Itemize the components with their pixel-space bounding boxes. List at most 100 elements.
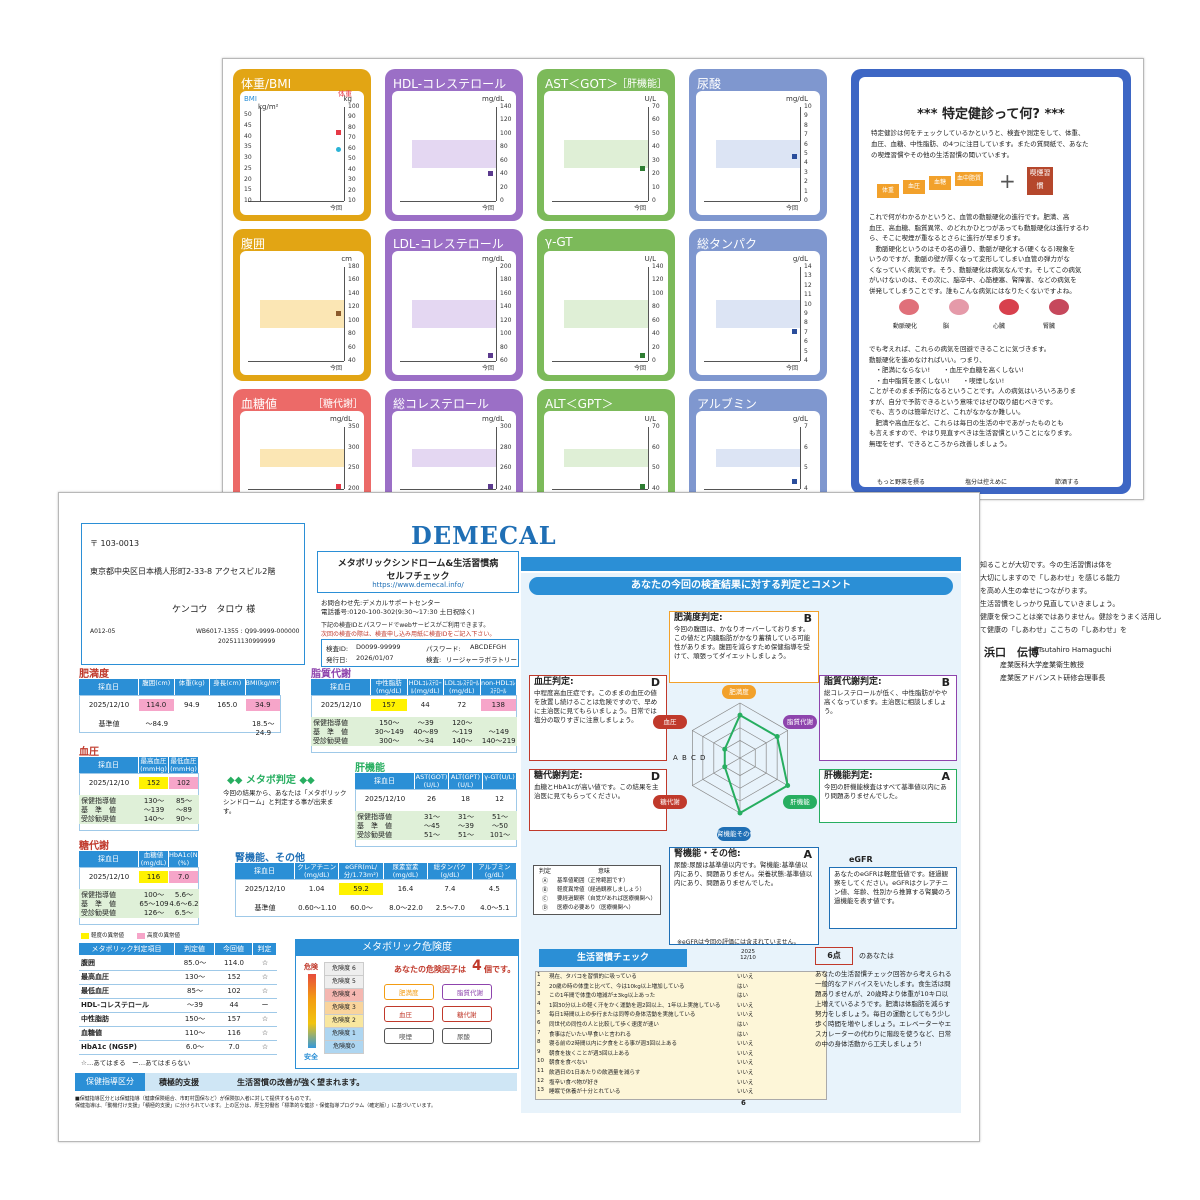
y-tick: 10 (804, 300, 812, 308)
body2-line: でも、言うのは簡単だけど、これがなかなか難しい。 (869, 408, 1025, 416)
column-header: クレアチニン(mg/dL) (295, 863, 339, 879)
y-tick: 350 (348, 423, 360, 430)
column-header: γ-GT(U/L) (483, 773, 516, 789)
lifestyle-item: 飲酒日の1日あたりの飲酒量を減らす (549, 1070, 641, 1076)
column-header: 最高血圧(mmHg) (139, 757, 168, 773)
y-tick: 100 (500, 330, 512, 338)
contact-label: お問合わせ先:デメカルサポートセンター (321, 599, 441, 607)
risk-factor: 血圧 (384, 1006, 434, 1022)
radar-point (785, 783, 791, 788)
x-axis (704, 489, 800, 490)
radar-point (737, 712, 743, 718)
site-url[interactable]: https://www.demecal.info/ (372, 581, 464, 589)
y-tick: 0 (652, 197, 656, 204)
y-tick: 200 (348, 485, 360, 492)
legend-meaning: 医療の必要あり（医療機関へ） (557, 905, 635, 911)
column-header: アルブミン(g/dL) (472, 863, 516, 879)
lifestyle-num: 8 (537, 1039, 541, 1046)
metabo-cell: 114.0 (215, 957, 253, 971)
y-tick: 180 (500, 276, 512, 284)
ref-value: ～149 (488, 728, 509, 736)
y-tick: 40 (652, 485, 660, 492)
legend-grade: Ⓒ (541, 896, 548, 903)
lifestyle-num: 4 (537, 1000, 541, 1007)
ref-value: 51～ (458, 831, 474, 839)
legend-meaning: 軽度異常値（経過観察しましょう） (557, 887, 646, 893)
body2-line: でも考えれば、これらの病気を回避できることに気づきます。 (869, 345, 1051, 353)
ref-value: 85～ (176, 797, 192, 805)
reference-band (260, 448, 344, 468)
judgment-grade: B (803, 612, 812, 625)
risk-safe: 安全 (304, 1053, 318, 1061)
legend-severe: 高度の異常値 (147, 933, 181, 939)
y-tick: 120 (652, 276, 664, 284)
judgment-text: 中程度高血圧症です。このままの血圧の値を放置し続けることは危険ですので、早めに主… (534, 689, 658, 724)
result-value: 157 (371, 699, 407, 711)
y-tick: 7 (804, 328, 808, 336)
risk-danger: 危険 (304, 963, 318, 971)
body1-line: ら、そこに喫煙が重なるとさらに進行が早まります。 (869, 234, 1025, 242)
metabo-cell: 血糖値 (79, 1027, 177, 1041)
y-tick: 0 (500, 197, 504, 204)
y-tick: 40 (348, 165, 356, 173)
lifestyle-item: 食事はだいたい早食いと言われる (549, 1031, 632, 1038)
id-label: 検査ID: (326, 645, 349, 653)
y-tick: 30 (348, 176, 356, 184)
date-header: 採血日 (79, 757, 138, 773)
ref-value: 6.5～ (174, 909, 194, 917)
ref-value: ～34 (417, 737, 434, 745)
result-value: 7.4 (444, 885, 456, 893)
lifestyle-item: 朝食を抜くことが週3回以上ある (549, 1050, 630, 1057)
risk-factor: 糖代謝 (442, 1006, 492, 1022)
column-header: 体重(kg) (174, 679, 209, 695)
lifestyle-item: 睡眠で休養が十分とれている (549, 1089, 621, 1096)
unit-label: mg/dL (786, 95, 808, 103)
judgment-grade: A (941, 770, 950, 783)
lifestyle-answer: いいえ (737, 974, 754, 980)
y-tick: 40 (348, 357, 356, 364)
ref-value: 60.0～ (350, 904, 373, 912)
lifestyle-answer: いいえ (737, 1089, 754, 1096)
radar-axis-label: 腎機能その他 (717, 827, 751, 841)
guidance-value: 積極的支援 (159, 1078, 199, 1087)
y-tick-left: 15 (244, 186, 252, 194)
body2-line: すが、自分で予防できるという意味ではぜひ取り組むべきです。 (869, 397, 1057, 406)
right-text-line: 健康を保つことは楽ではありません。健診をうまく活用し (980, 613, 1162, 621)
y-tick: 80 (348, 330, 356, 338)
x-axis (400, 361, 496, 362)
y-tick: 7 (804, 423, 808, 430)
radar-axis-label: 肝機能 (783, 795, 817, 809)
metabo-cell: ☆ (253, 985, 277, 999)
y-axis (648, 427, 649, 489)
value-marker (336, 311, 341, 317)
y-tick: 260 (500, 464, 512, 472)
metabo-cell: 130～ (175, 971, 215, 985)
body1-line: 血圧、高血糖、脂質異常、のどれかひとつがあっても動脈硬化は進行するわ (869, 223, 1089, 232)
lifestyle-item: この1年間で体重の増減が±3kg以上あった (549, 993, 656, 1000)
y-tick: 80 (348, 123, 356, 131)
panel-title: γ-GT (545, 235, 573, 249)
metabo-cell: HbA1c (NGSP) (79, 1041, 177, 1055)
y-tick: 40 (652, 330, 660, 338)
judgment-text: 今回の腹囲は、かなりオーバーしております。この値だと内臓脂肪がかなり蓄積している… (674, 625, 811, 660)
metabo-cell: 6.0～ (175, 1041, 215, 1055)
column-header: BMI(kg/m²) (245, 679, 280, 695)
x-label: 今回 (634, 365, 647, 372)
comment-title: あなたの今回の検査結果に対する判定とコメント (529, 577, 953, 595)
y-tick: 70 (652, 423, 660, 430)
header-band (521, 557, 961, 571)
risk-factor: 尿酸 (442, 1028, 492, 1044)
legend-meaning: 基準値範囲（正常範囲です） (557, 878, 629, 884)
panel-tag: ［糖代謝］ (313, 399, 363, 410)
x-axis (400, 201, 496, 202)
ref-label: 保健指導値 (81, 891, 116, 899)
risk-text: あなたの危険因子は (394, 965, 466, 974)
value-marker (336, 484, 341, 489)
panel-title: アルブミン (697, 397, 757, 411)
ref-bg (79, 795, 199, 824)
y-tick: 6 (804, 338, 808, 346)
